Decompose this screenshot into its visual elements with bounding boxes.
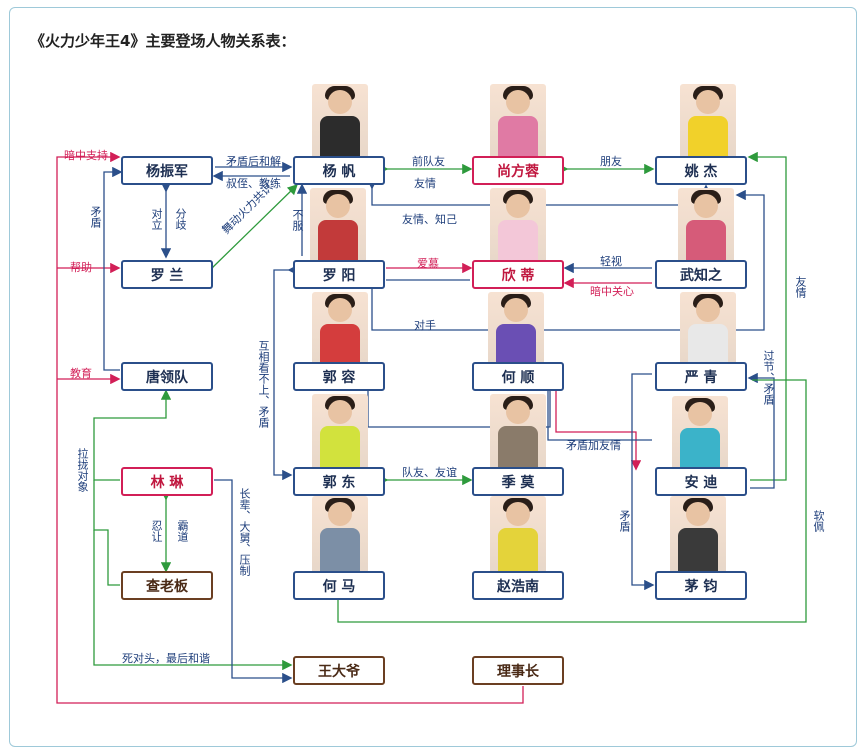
portrait-luo-yang — [310, 188, 366, 266]
node-yang-fan: 杨 帆 — [293, 156, 385, 185]
label-qingshi: 轻视 — [600, 255, 622, 268]
portrait-he-ma — [312, 496, 368, 574]
label-zhangbei: 长辈、大舅、压制 — [238, 488, 251, 576]
node-ji-mo: 季 莫 — [472, 467, 564, 496]
label-huxiang-kanbushang: 互相看不上、矛盾 — [257, 340, 270, 428]
portrait-xin-di — [490, 188, 546, 266]
portrait-he-shun — [488, 292, 544, 370]
node-luo-yang: 罗 阳 — [293, 260, 385, 289]
label-anzhong-guanxin: 暗中关心 — [590, 285, 634, 298]
label-maodun-left: 矛盾 — [89, 206, 102, 228]
label-guojie-maodun: 过节、矛盾 — [762, 350, 775, 405]
node-luo-lan: 罗 兰 — [121, 260, 213, 289]
portrait-ji-mo — [490, 394, 546, 472]
label-youqing-right: 友情 — [794, 276, 807, 298]
node-mao-jun: 茅 钧 — [655, 571, 747, 600]
label-fenqi: 分歧 — [174, 208, 187, 230]
diagram-title: 《火力少年王4》主要登场人物关系表： — [30, 32, 296, 50]
label-aimu: 爱慕 — [417, 257, 439, 270]
label-youqing-zhiji: 友情、知己 — [402, 213, 457, 226]
label-duishou: 对手 — [414, 319, 436, 332]
portrait-wu-zhizhi — [678, 188, 734, 266]
node-guo-rong: 郭 容 — [293, 362, 385, 391]
label-siduitou: 死对头，最后和谐 — [122, 652, 210, 665]
node-yang-zhenjun: 杨振军 — [121, 156, 213, 185]
portrait-guo-dong — [312, 394, 368, 472]
label-duiyou-youyi: 队友、友谊 — [402, 466, 457, 479]
label-badao: 霸道 — [176, 520, 189, 542]
label-ruanpei: 软佩 — [812, 510, 825, 532]
node-an-di: 安 迪 — [655, 467, 747, 496]
portrait-mao-jun — [670, 496, 726, 574]
node-lishizhang: 理事长 — [472, 656, 564, 685]
node-zhao-haonan: 赵浩南 — [472, 571, 564, 600]
label-qianduiyou: 前队友 — [412, 155, 445, 168]
label-jiaoyu: 教育 — [70, 367, 92, 380]
node-guo-dong: 郭 东 — [293, 467, 385, 496]
portrait-shang-fangrong — [490, 84, 546, 162]
portrait-yan-qing — [680, 292, 736, 370]
label-renrang: 忍让 — [150, 520, 163, 542]
portrait-yao-jie — [680, 84, 736, 162]
node-yan-qing: 严 青 — [655, 362, 747, 391]
label-bufu: 不服 — [291, 209, 304, 231]
label-maodun-jia-youqing: 矛盾加友情 — [566, 439, 621, 452]
label-maodun-houhejie: 矛盾后和解 — [226, 155, 281, 168]
node-xin-di: 欣 蒂 — [472, 260, 564, 289]
label-duili: 对立 — [150, 208, 163, 230]
portrait-an-di — [672, 396, 728, 474]
label-anzhong-zhichi: 暗中支持 — [64, 149, 108, 162]
label-maodun-bottom: 矛盾 — [618, 510, 631, 532]
portrait-yang-fan — [312, 84, 368, 162]
node-wang-daye: 王大爷 — [293, 656, 385, 685]
diagram-frame — [9, 7, 857, 747]
node-cha-laoban: 查老板 — [121, 571, 213, 600]
portrait-guo-rong — [312, 292, 368, 370]
node-he-ma: 何 马 — [293, 571, 385, 600]
node-tang-lingdui: 唐领队 — [121, 362, 213, 391]
label-lalong-duixiang: 拉拢对象 — [76, 448, 89, 492]
label-pengyou: 朋友 — [600, 155, 622, 168]
node-shang-fangrong: 尚方蓉 — [472, 156, 564, 185]
node-he-shun: 何 顺 — [472, 362, 564, 391]
node-wu-zhizhi: 武知之 — [655, 260, 747, 289]
label-youqing: 友情 — [414, 177, 436, 190]
portrait-zhao-haonan — [490, 496, 546, 574]
node-yao-jie: 姚 杰 — [655, 156, 747, 185]
label-bangzhu: 帮助 — [70, 261, 92, 274]
node-lin-lin: 林 琳 — [121, 467, 213, 496]
